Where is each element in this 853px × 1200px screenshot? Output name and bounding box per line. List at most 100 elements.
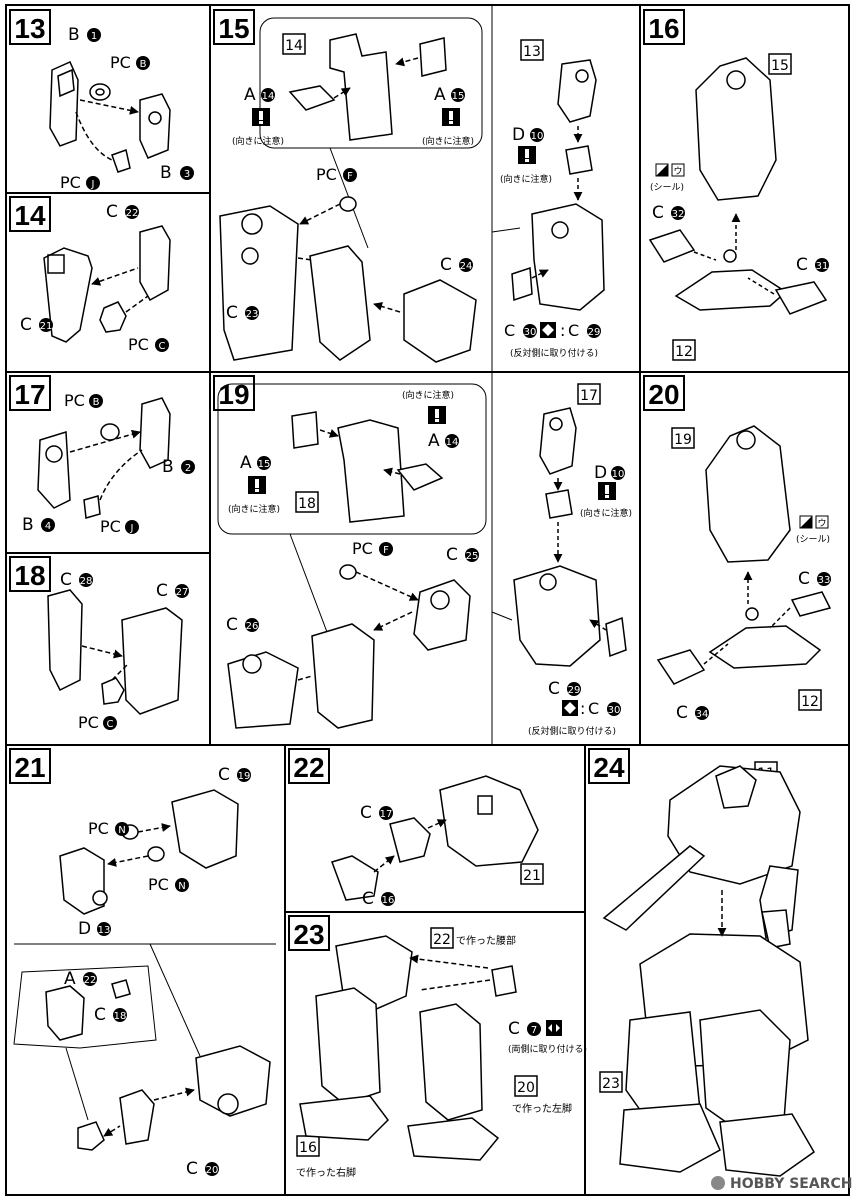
caution-icon (598, 482, 616, 500)
svg-text:22: 22 (84, 975, 97, 986)
svg-text:D: D (78, 919, 91, 939)
svg-text:で作った左脚: で作った左脚 (512, 1102, 572, 1115)
step-18-drawing (47, 589, 183, 715)
svg-text:C: C (798, 569, 810, 589)
svg-text:(両側に取り付ける): (両側に取り付ける) (508, 1043, 587, 1055)
svg-text:17: 17 (14, 379, 45, 410)
step-23: 23 (288, 915, 330, 951)
step-22: 22 (288, 748, 330, 784)
svg-text:17: 17 (580, 388, 598, 404)
svg-text:B: B (160, 163, 172, 183)
svg-text:34: 34 (696, 709, 709, 720)
svg-text:C: C (360, 803, 372, 823)
step-19-callout (217, 383, 487, 641)
svg-text:22: 22 (433, 932, 451, 948)
svg-text:25: 25 (466, 551, 479, 562)
step-21-drawing (13, 789, 271, 1151)
caution-icon (252, 108, 270, 126)
svg-text:(向きに注意): (向きに注意) (402, 389, 454, 401)
svg-text:22: 22 (126, 208, 139, 219)
svg-text:PC: PC (110, 53, 131, 72)
step-19b-drawing (491, 407, 627, 667)
svg-text:B: B (140, 59, 147, 70)
svg-text:16: 16 (648, 13, 679, 44)
svg-text:13: 13 (98, 925, 111, 936)
svg-text:C: C (508, 1019, 520, 1039)
step-15-drawing (219, 33, 477, 363)
step-15b-drawing (491, 59, 605, 311)
svg-text:A: A (240, 453, 252, 473)
watermark-logo: HOBBY SEARCH (711, 1176, 852, 1192)
svg-text:12: 12 (801, 694, 819, 710)
svg-text:C: C (362, 889, 374, 909)
svg-text:31: 31 (816, 261, 829, 272)
step-14-drawing (43, 225, 171, 343)
svg-text:A: A (428, 431, 440, 451)
svg-text:(向きに注意): (向きに注意) (232, 135, 284, 147)
svg-text:2: 2 (185, 463, 191, 474)
svg-text:B: B (93, 397, 100, 408)
svg-text:24: 24 (460, 261, 473, 272)
caution-icon (428, 406, 446, 424)
svg-text:3: 3 (184, 169, 190, 180)
svg-text:29: 29 (568, 685, 581, 696)
svg-text:F: F (347, 171, 353, 182)
svg-text:20: 20 (206, 1165, 219, 1176)
svg-text:C: C (106, 202, 118, 222)
step-13: 13 (9, 9, 51, 45)
svg-text:(反対側に取り付ける): (反対側に取り付ける) (528, 725, 616, 737)
svg-text:C: C (440, 255, 452, 275)
svg-text:14: 14 (262, 91, 275, 102)
svg-text:C: C (60, 570, 72, 590)
svg-text:PC: PC (60, 173, 81, 192)
svg-text:4: 4 (45, 521, 51, 532)
svg-text:23: 23 (246, 309, 259, 320)
svg-text:B: B (162, 457, 174, 477)
svg-text:18: 18 (298, 496, 316, 512)
step-14: 14 (9, 196, 51, 232)
step-21: 21 (9, 748, 51, 784)
svg-text:20: 20 (648, 379, 679, 410)
both-sides-icon (546, 1020, 562, 1036)
svg-text:C: C (568, 321, 579, 340)
svg-text:C: C (156, 581, 168, 601)
svg-text:13: 13 (14, 13, 45, 44)
svg-text:19: 19 (674, 432, 692, 448)
svg-text:C: C (446, 545, 458, 565)
svg-text:PC: PC (148, 875, 169, 894)
svg-text:PC: PC (64, 391, 85, 410)
swap-icon (562, 700, 578, 716)
svg-text:28: 28 (80, 576, 93, 587)
svg-text:N: N (178, 881, 185, 892)
caution-icon (442, 108, 460, 126)
step-13-drawing (49, 61, 171, 173)
svg-text:22: 22 (293, 752, 324, 783)
svg-text:29: 29 (588, 327, 601, 338)
svg-text:C: C (548, 679, 560, 699)
svg-text:C: C (159, 341, 166, 352)
svg-text:30: 30 (524, 327, 537, 338)
svg-text:C: C (504, 321, 515, 340)
svg-text::: : (580, 699, 585, 718)
svg-text:PC: PC (78, 713, 99, 732)
svg-text:D: D (512, 125, 525, 145)
caution-icon (248, 476, 266, 494)
svg-text:PC: PC (100, 517, 121, 536)
svg-text:(向きに注意): (向きに注意) (422, 135, 474, 147)
svg-text:C: C (107, 719, 114, 730)
svg-text:15: 15 (258, 459, 271, 470)
svg-text:16: 16 (299, 1140, 317, 1156)
svg-text:21: 21 (14, 752, 45, 783)
svg-text:C: C (676, 703, 688, 723)
caution-icon (518, 146, 536, 164)
svg-text:(シール): (シール) (796, 535, 830, 545)
svg-text:A: A (244, 85, 256, 105)
svg-text:(向きに注意): (向きに注意) (500, 173, 552, 185)
svg-text:C: C (588, 699, 599, 718)
svg-text:C: C (652, 203, 664, 223)
svg-text:で作った右脚: で作った右脚 (296, 1166, 356, 1179)
seal-icon: ウ (799, 515, 829, 529)
svg-text:C: C (226, 615, 238, 635)
step-23-drawing (299, 935, 517, 1161)
